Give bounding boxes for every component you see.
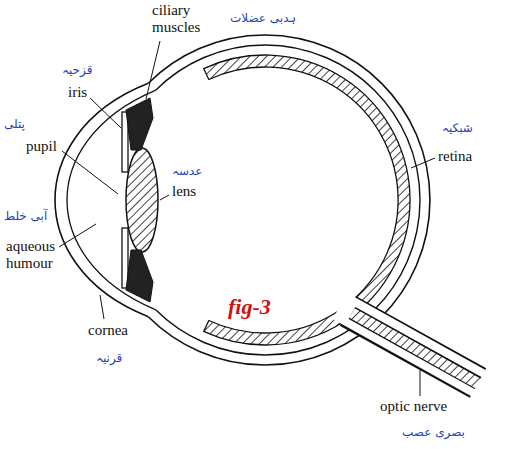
part-label: iris [68, 84, 87, 101]
part-label: cornea [88, 322, 128, 339]
ciliary-muscle-drawing [126, 98, 153, 150]
part-label: pupil [26, 138, 57, 155]
part-label: ciliary muscles [152, 2, 214, 37]
urdu-part-label: قزحیہ [62, 62, 92, 79]
part-label: retina [438, 148, 472, 165]
urdu-part-label: پتلی [4, 116, 25, 133]
part-label: aqueous humour [6, 238, 66, 273]
part-label: lens [172, 183, 196, 200]
urdu-part-label: عدسہ [172, 163, 203, 180]
lens-drawing [126, 148, 158, 252]
optic-nerve-drawing [340, 306, 480, 384]
urdu-part-label: آبی خلط [4, 208, 47, 225]
retina-band [204, 55, 410, 345]
figure-number: fig-3 [228, 294, 271, 319]
leader-lines [59, 41, 435, 396]
part-label: optic nerve [380, 398, 447, 415]
urdu-part-label: ہدبی عضلات [230, 10, 296, 27]
ciliary-muscle-drawing [126, 250, 153, 302]
choroid-outline [155, 45, 420, 355]
urdu-part-label: بصری عصب [402, 424, 465, 441]
urdu-part-label: قرنیہ [96, 350, 122, 367]
urdu-part-label: شبکیہ [442, 120, 473, 137]
